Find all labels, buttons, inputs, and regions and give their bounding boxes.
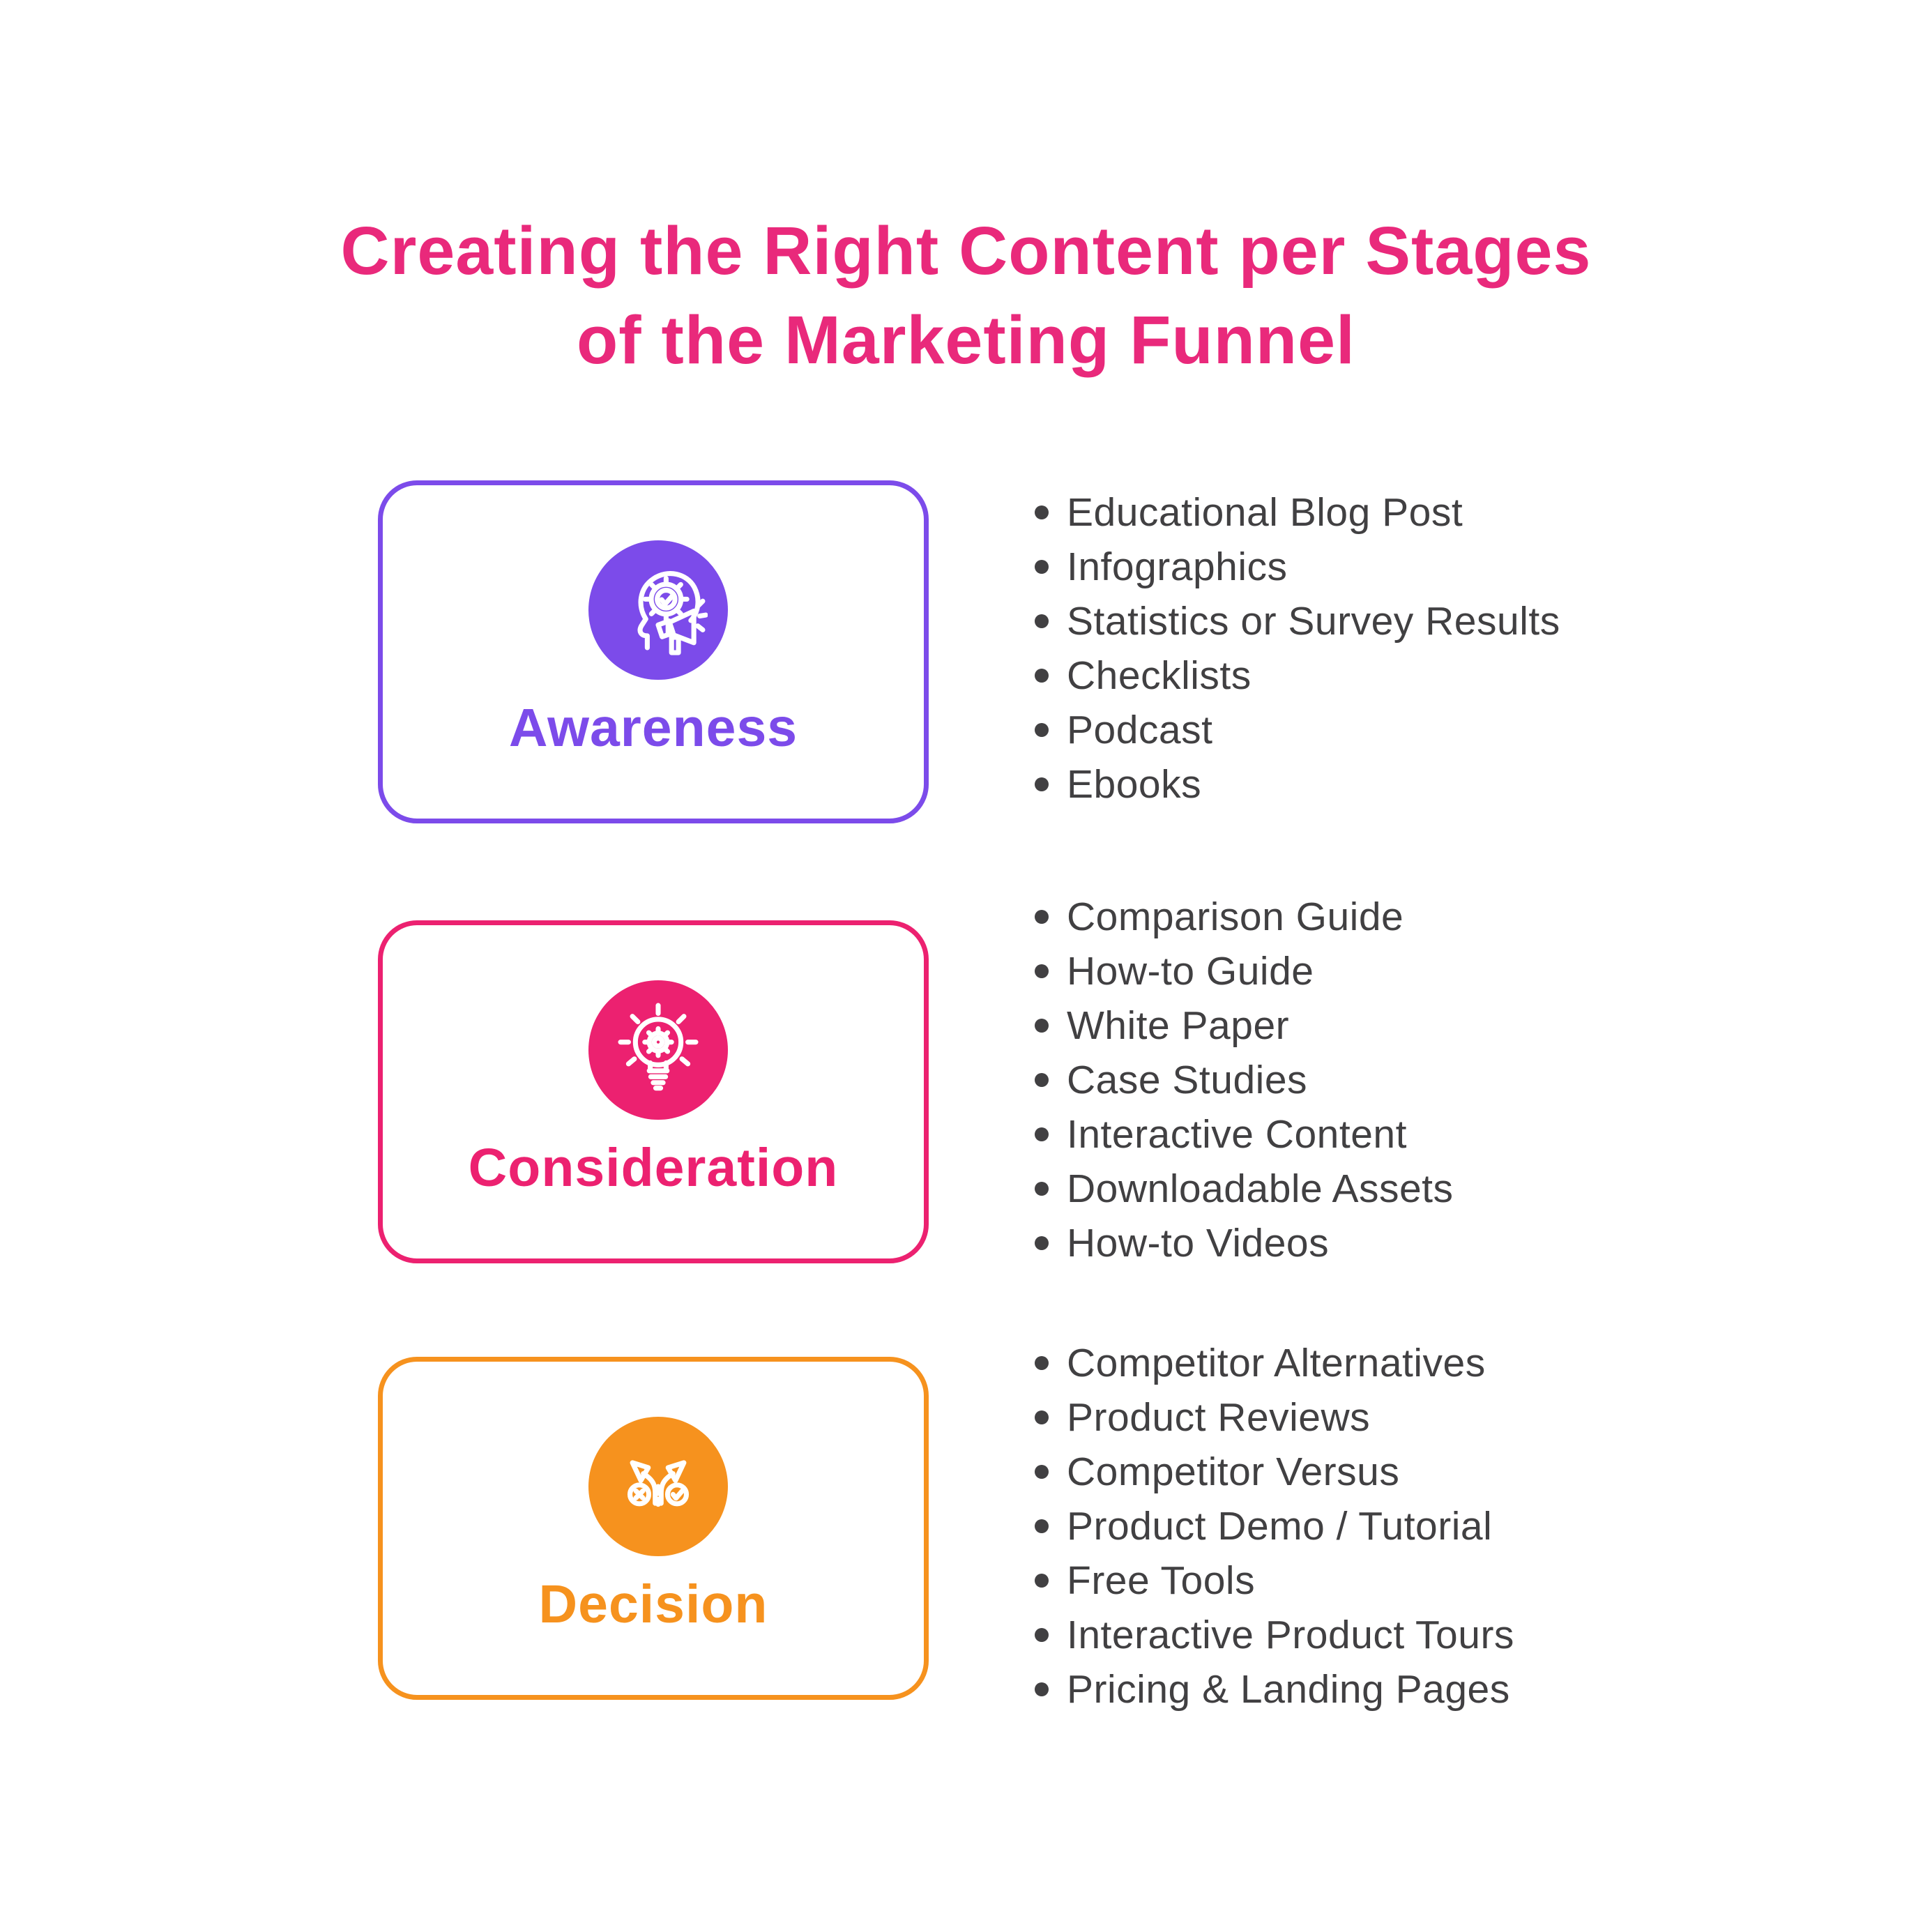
list-item: Case Studies	[1035, 1053, 1648, 1107]
stage-list-decision: Competitor Alternatives Product Reviews …	[1035, 1336, 1648, 1717]
list-item: White Paper	[1035, 998, 1648, 1053]
stage-label-decision: Decision	[538, 1574, 768, 1634]
list-item: Competitor Alternatives	[1035, 1336, 1648, 1390]
list-item: Free Tools	[1035, 1553, 1648, 1608]
page-title-line2: of the Marketing Funnel	[577, 302, 1355, 378]
stage-label-consideration: Consideration	[468, 1138, 839, 1198]
head-gear-megaphone-icon	[588, 540, 728, 680]
list-item: Downloadable Assets	[1035, 1162, 1648, 1216]
page-title: Creating the Right Content per Stages of…	[0, 206, 1932, 385]
list-item: Interactive Content	[1035, 1107, 1648, 1162]
list-item: Podcast	[1035, 703, 1648, 757]
diverging-arrows-icon	[588, 1417, 728, 1556]
stage-card-consideration: Consideration	[378, 920, 929, 1263]
list-item: Competitor Versus	[1035, 1445, 1648, 1499]
lightbulb-gear-icon	[588, 980, 728, 1120]
list-item: Ebooks	[1035, 757, 1648, 812]
list-item: How-to Videos	[1035, 1216, 1648, 1270]
list-item: How-to Guide	[1035, 944, 1648, 998]
list-item: Product Demo / Tutorial	[1035, 1499, 1648, 1553]
list-item: Statistics or Survey Results	[1035, 594, 1648, 648]
list-item: Product Reviews	[1035, 1390, 1648, 1445]
stage-row-decision: Decision Competitor Alternatives Product…	[378, 1341, 1653, 1712]
list-item: Infographics	[1035, 540, 1648, 594]
stage-card-awareness: Awareness	[378, 480, 929, 823]
stage-list-awareness: Educational Blog Post Infographics Stati…	[1035, 485, 1648, 812]
list-item: Pricing & Landing Pages	[1035, 1662, 1648, 1717]
stage-label-awareness: Awareness	[508, 698, 798, 758]
list-item: Interactive Product Tours	[1035, 1608, 1648, 1662]
list-item: Comparison Guide	[1035, 890, 1648, 944]
list-item: Checklists	[1035, 648, 1648, 703]
stage-row-consideration: Consideration Comparison Guide How-to Gu…	[378, 895, 1653, 1269]
list-item: Educational Blog Post	[1035, 485, 1648, 540]
page-title-line1: Creating the Right Content per Stages	[340, 213, 1592, 289]
stage-card-decision: Decision	[378, 1357, 929, 1700]
stage-row-awareness: Awareness Educational Blog Post Infograp…	[378, 480, 1653, 829]
stage-list-consideration: Comparison Guide How-to Guide White Pape…	[1035, 890, 1648, 1270]
